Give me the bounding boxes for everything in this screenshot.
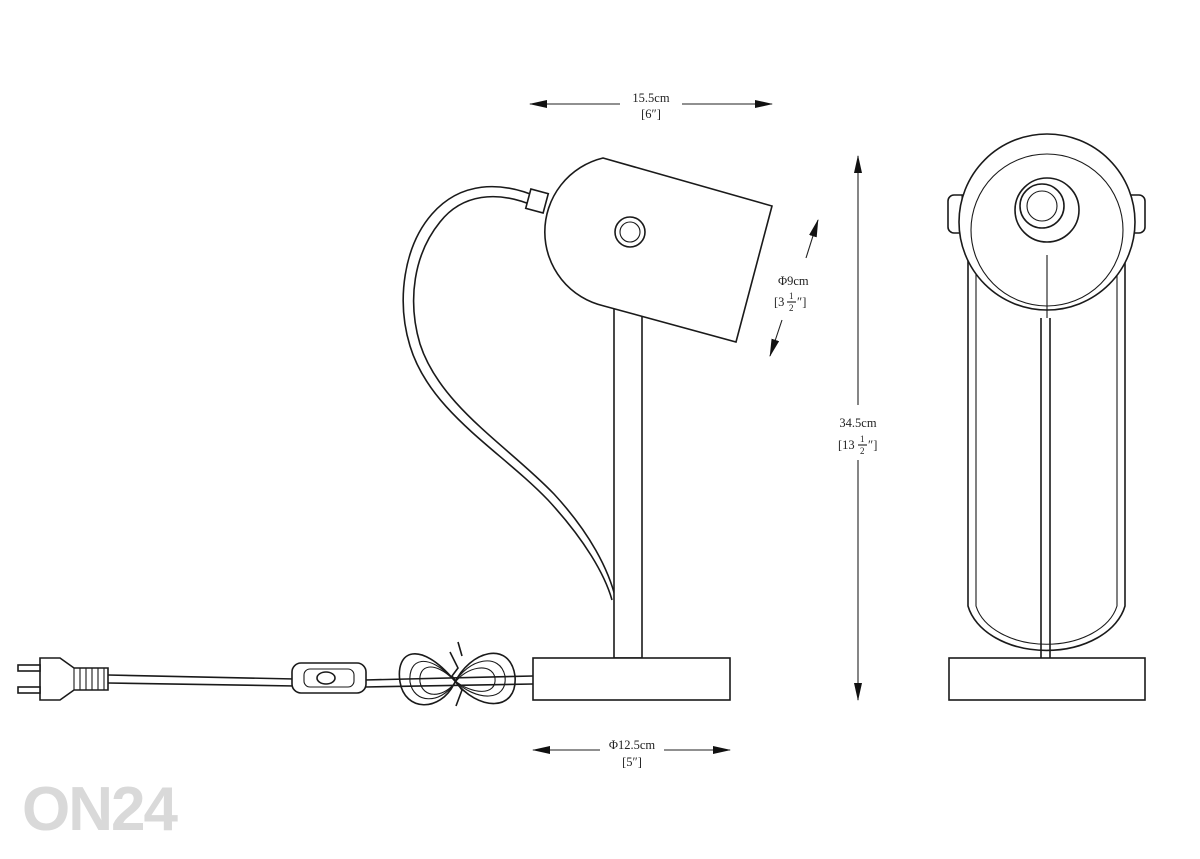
front-view — [947, 133, 1146, 701]
watermark-logo: ON24 — [22, 775, 180, 844]
lamp-shade — [544, 157, 773, 343]
front-yoke — [967, 202, 1126, 652]
bulb-socket — [1019, 183, 1065, 229]
height-frac-den: 2 — [860, 446, 865, 456]
width-imperial-label: [6″] — [641, 107, 661, 121]
base-diameter-metric-label: Φ12.5cm — [609, 738, 656, 752]
base-diameter-dimension: Φ12.5cm [5″] — [532, 738, 731, 769]
shade-diameter-imperial-close: ″] — [797, 295, 806, 309]
cord-assembly — [17, 641, 534, 707]
shade-diameter-dimension: Φ9cm [3 1 2 ″] — [769, 219, 819, 357]
width-dimension: 15.5cm [6″] — [529, 91, 773, 121]
height-dimension: 34.5cm [13 1 2 ″] — [838, 155, 877, 701]
shade-diameter-metric-label: Φ9cm — [778, 274, 809, 288]
lamp-base — [532, 657, 731, 701]
height-imperial-open: [13 — [838, 438, 855, 452]
shade-diameter-imperial-open: [3 — [774, 295, 784, 309]
shade-diameter-frac-num: 1 — [789, 291, 794, 301]
width-metric-label: 15.5cm — [632, 91, 669, 105]
base-diameter-imperial-label: [5″] — [622, 755, 642, 769]
euro-plug — [17, 657, 109, 701]
height-frac-num: 1 — [860, 434, 865, 444]
inline-switch — [291, 662, 367, 694]
height-imperial-close: ″] — [868, 438, 877, 452]
cable-entry — [524, 188, 550, 214]
height-metric-label: 34.5cm — [839, 416, 876, 430]
pivot-knob — [614, 216, 646, 248]
watermark-text: ON24 — [22, 775, 178, 844]
front-base — [948, 657, 1146, 701]
side-view — [402, 157, 773, 701]
power-cable — [402, 185, 613, 601]
coiled-cable — [398, 641, 516, 707]
shade-diameter-frac-den: 2 — [789, 303, 794, 313]
